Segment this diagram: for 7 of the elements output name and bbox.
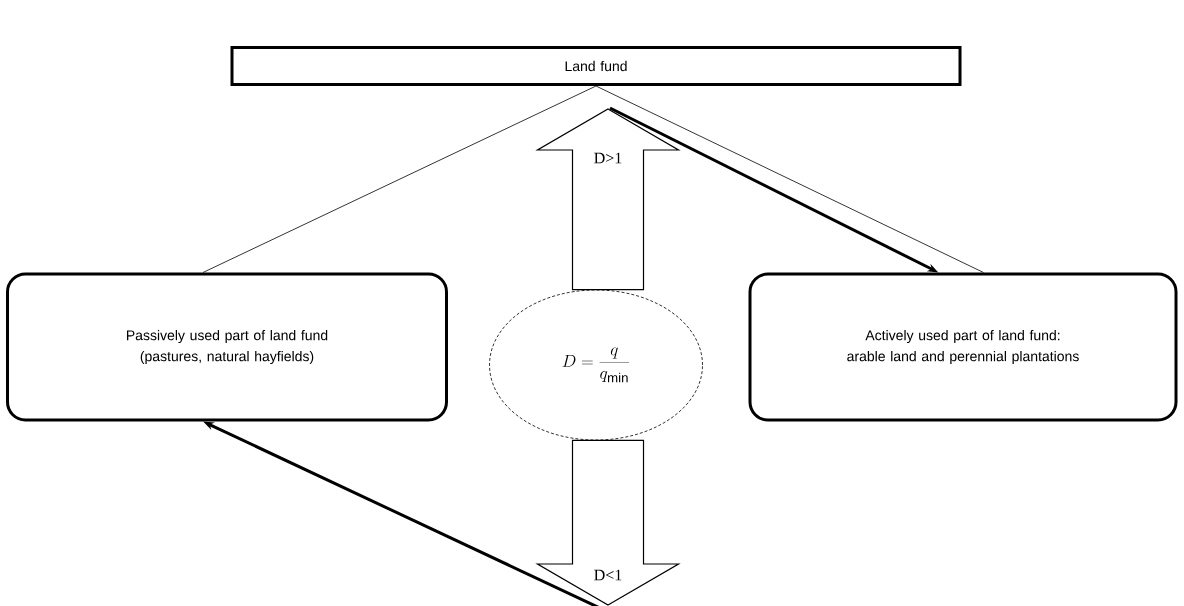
connector-line xyxy=(202,85,597,273)
rounded-box: Actively used part of land fund: arable land and perennial plantations xyxy=(748,272,1178,422)
rounded-box: Passively used part of land fund (pastures, natural hayfields) xyxy=(6,272,448,422)
title-box: Land fund xyxy=(230,46,962,86)
edge-label: D>1 xyxy=(594,152,622,164)
connector-line xyxy=(595,85,984,273)
edge-label: D<1 xyxy=(594,569,622,581)
